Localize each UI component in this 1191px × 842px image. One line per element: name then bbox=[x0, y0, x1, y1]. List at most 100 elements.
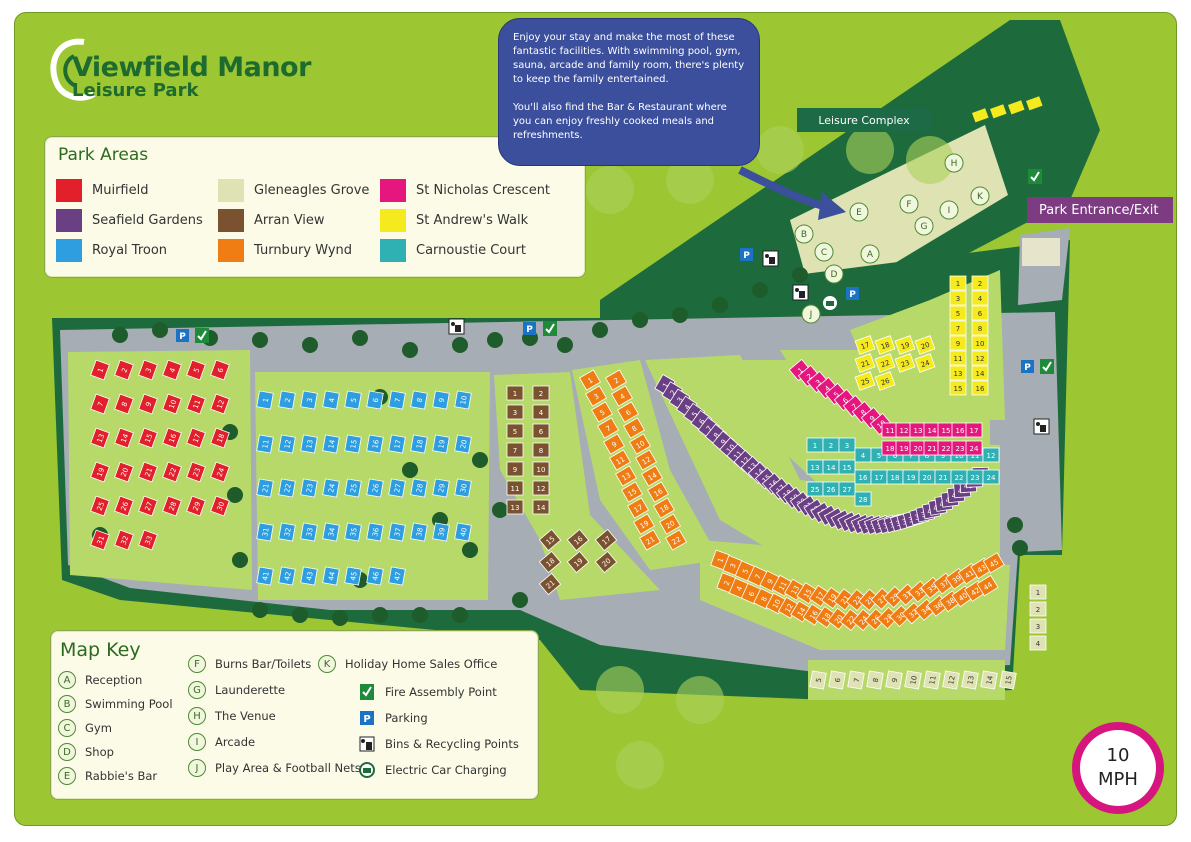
plot-marker bbox=[965, 440, 983, 456]
speed-limit-unit: MPH bbox=[1098, 769, 1138, 790]
plot-number: 34 bbox=[327, 527, 337, 538]
plot-marker bbox=[90, 529, 110, 551]
plot-royal_troon: 20 bbox=[454, 434, 472, 454]
fire-assembly-icon[interactable] bbox=[195, 328, 209, 343]
plot-marker bbox=[90, 359, 110, 381]
plot-turnbury_inner: 12 bbox=[635, 449, 657, 471]
plot-turnbury_outer: 44 bbox=[976, 574, 999, 597]
plot-st_andrews: 9 bbox=[949, 335, 967, 351]
facility-a-marker[interactable]: A bbox=[860, 244, 880, 264]
plot-number: 31 bbox=[261, 527, 270, 537]
plot-number: 6 bbox=[841, 396, 850, 405]
plot-gleneagles: 9 bbox=[885, 670, 903, 690]
bins-recycling-icon[interactable] bbox=[1033, 418, 1050, 435]
plot-marker bbox=[344, 434, 362, 454]
facility-i-marker[interactable]: I bbox=[939, 200, 959, 220]
plot-marker bbox=[162, 393, 182, 415]
plot-number: 20 bbox=[665, 519, 677, 530]
facility-e-marker[interactable]: E bbox=[849, 202, 869, 222]
plot-muirfield: 1 bbox=[90, 359, 110, 381]
plot-number: 20 bbox=[923, 474, 932, 482]
plot-number: 4 bbox=[168, 366, 177, 373]
facility-j-marker[interactable]: J bbox=[801, 304, 821, 324]
parking-icon[interactable]: P bbox=[523, 322, 536, 335]
plot-royal_troon: 33 bbox=[300, 522, 318, 542]
plot-carnoustie: 14 bbox=[822, 459, 840, 475]
parking-icon[interactable]: P bbox=[176, 329, 189, 342]
plot-marker bbox=[597, 417, 619, 439]
plot-muirfield: 32 bbox=[114, 529, 134, 551]
plot-number: 30 bbox=[895, 611, 907, 623]
parking-icon[interactable]: P bbox=[740, 248, 753, 261]
plot-carnoustie: 3 bbox=[838, 437, 856, 453]
plot-number: 14 bbox=[976, 370, 985, 378]
plot-arran_view: 12 bbox=[532, 480, 550, 496]
bins-recycling-icon[interactable] bbox=[762, 250, 779, 267]
plot-number: 2 bbox=[829, 442, 833, 450]
speed-limit-sign: 10 MPH bbox=[1072, 722, 1164, 814]
plot-royal_troon: 28 bbox=[410, 478, 428, 498]
facility-g-marker[interactable]: G bbox=[914, 216, 934, 236]
plot-number: 5 bbox=[815, 677, 824, 683]
plot-muirfield: 33 bbox=[138, 529, 158, 551]
fire-assembly-icon[interactable] bbox=[543, 321, 557, 336]
plot-marker bbox=[999, 670, 1017, 690]
plot-turnbury_inner: 5 bbox=[591, 401, 613, 423]
plot-number: 47 bbox=[393, 571, 402, 581]
area-legend-label: Royal Troon bbox=[92, 243, 168, 258]
ev-charging-icon[interactable] bbox=[821, 294, 839, 312]
plot-st_andrews: 11 bbox=[949, 350, 967, 366]
shrub-icon bbox=[586, 166, 634, 214]
plot-marker bbox=[942, 670, 960, 690]
facility-c-marker[interactable]: C bbox=[814, 242, 834, 262]
plot-marker bbox=[621, 481, 643, 503]
plot-st_andrews: 13 bbox=[949, 365, 967, 381]
plot-muirfield: 11 bbox=[186, 393, 206, 415]
plot-marker bbox=[186, 461, 206, 483]
fire-assembly-icon[interactable] bbox=[1040, 359, 1054, 374]
tree-icon bbox=[227, 487, 243, 503]
bins-recycling-icon[interactable] bbox=[792, 284, 809, 301]
plot-marker bbox=[114, 495, 134, 517]
plot-number: 14 bbox=[647, 471, 659, 483]
plot-number: 18 bbox=[891, 474, 900, 482]
plot-turnbury_inner: 20 bbox=[659, 513, 681, 535]
plot-arran_view: 16 bbox=[566, 528, 590, 552]
plot-carnoustie: 4 bbox=[854, 447, 872, 463]
facility-k-marker[interactable]: K bbox=[970, 186, 990, 206]
plot-marker bbox=[506, 499, 524, 515]
plot-marker bbox=[278, 566, 296, 586]
plot-marker bbox=[344, 390, 362, 410]
plot-marker bbox=[647, 481, 669, 503]
bins-recycling-icon[interactable] bbox=[448, 318, 465, 335]
plot-number: 15 bbox=[545, 535, 557, 547]
plot-number: 22 bbox=[671, 535, 683, 546]
plot-royal_troon: 41 bbox=[256, 566, 274, 586]
plot-royal_troon: 29 bbox=[432, 478, 450, 498]
plot-number: 18 bbox=[415, 439, 424, 449]
plot-marker bbox=[854, 371, 876, 391]
plot-turnbury_outer: 27 bbox=[870, 587, 893, 611]
plot-marker bbox=[186, 359, 206, 381]
plot-arran_view: 18 bbox=[538, 550, 562, 574]
facility-letter: A bbox=[867, 250, 874, 260]
facility-b-marker[interactable]: B bbox=[794, 224, 814, 244]
fire-assembly-icon[interactable] bbox=[1028, 169, 1042, 184]
plot-number: 15 bbox=[954, 385, 963, 393]
plot-number: 11 bbox=[954, 355, 963, 363]
plot-number: 1 bbox=[96, 367, 105, 374]
plot-royal_troon: 47 bbox=[388, 566, 406, 586]
plot-turnbury_inner: 10 bbox=[629, 433, 651, 455]
facility-f-marker[interactable]: F bbox=[899, 194, 919, 214]
plot-number: 25 bbox=[860, 377, 871, 388]
plot-marker bbox=[885, 670, 903, 690]
plot-number: 45 bbox=[349, 571, 358, 581]
plot-royal_troon: 31 bbox=[256, 522, 274, 542]
key-label: Shop bbox=[85, 745, 114, 759]
key-label: Launderette bbox=[215, 683, 286, 697]
parking-icon[interactable]: P bbox=[1021, 360, 1034, 373]
parking-icon[interactable]: P bbox=[846, 287, 859, 300]
facility-h-marker[interactable]: H bbox=[944, 153, 964, 173]
plot-marker bbox=[579, 369, 601, 391]
facility-d-marker[interactable]: D bbox=[824, 264, 844, 284]
